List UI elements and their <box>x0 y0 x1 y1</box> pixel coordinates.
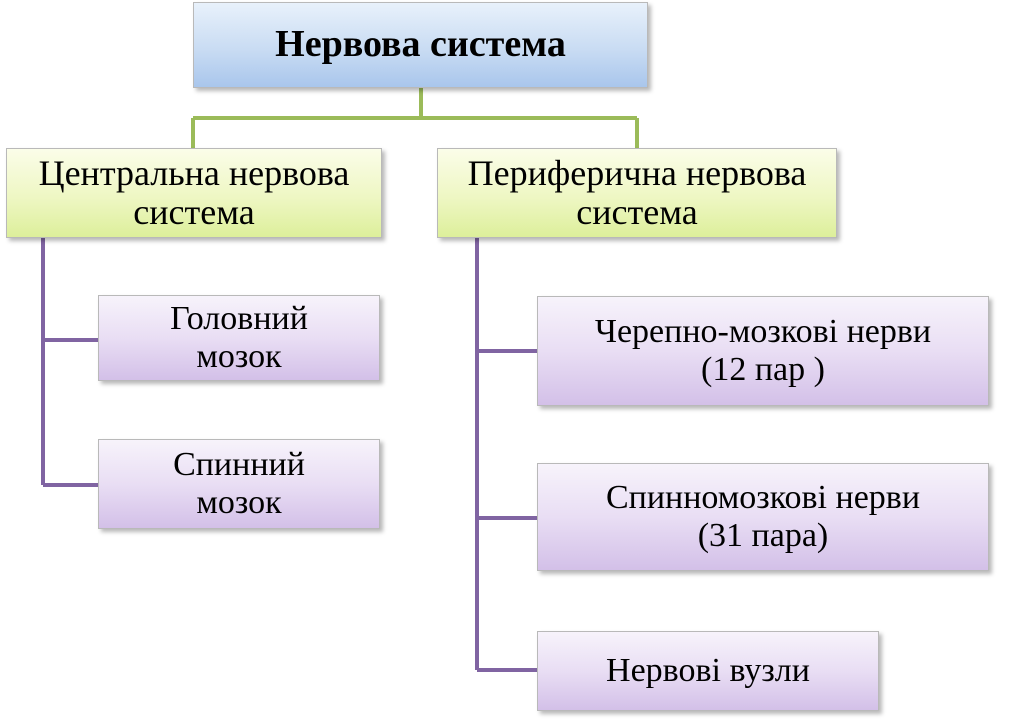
node-brain: Головний мозок <box>98 295 380 381</box>
node-nerve-ganglia: Нервові вузли <box>537 631 879 711</box>
node-label: Периферична нервова система <box>467 153 807 232</box>
node-spinal-nerves: Спинномозкові нерви (31 пара) <box>537 463 989 571</box>
node-label: Нервові вузли <box>606 651 810 689</box>
node-label: Черепно-мозкові нерви (12 пар ) <box>594 312 932 388</box>
node-spinal-cord: Спинний мозок <box>98 439 380 529</box>
node-label: Спинний мозок <box>173 445 305 521</box>
node-label: Спинномозкові нерви (31 пара) <box>605 478 921 554</box>
node-cranial-nerves: Черепно-мозкові нерви (12 пар ) <box>537 296 989 406</box>
node-label: Головний мозок <box>170 299 308 375</box>
node-peripheral-nervous-system: Периферична нервова система <box>437 148 837 238</box>
node-label: Нервова система <box>275 23 566 66</box>
node-nervous-system: Нервова система <box>193 2 648 88</box>
node-central-nervous-system: Центральна нервова система <box>6 148 382 238</box>
node-label: Центральна нервова система <box>38 153 350 232</box>
